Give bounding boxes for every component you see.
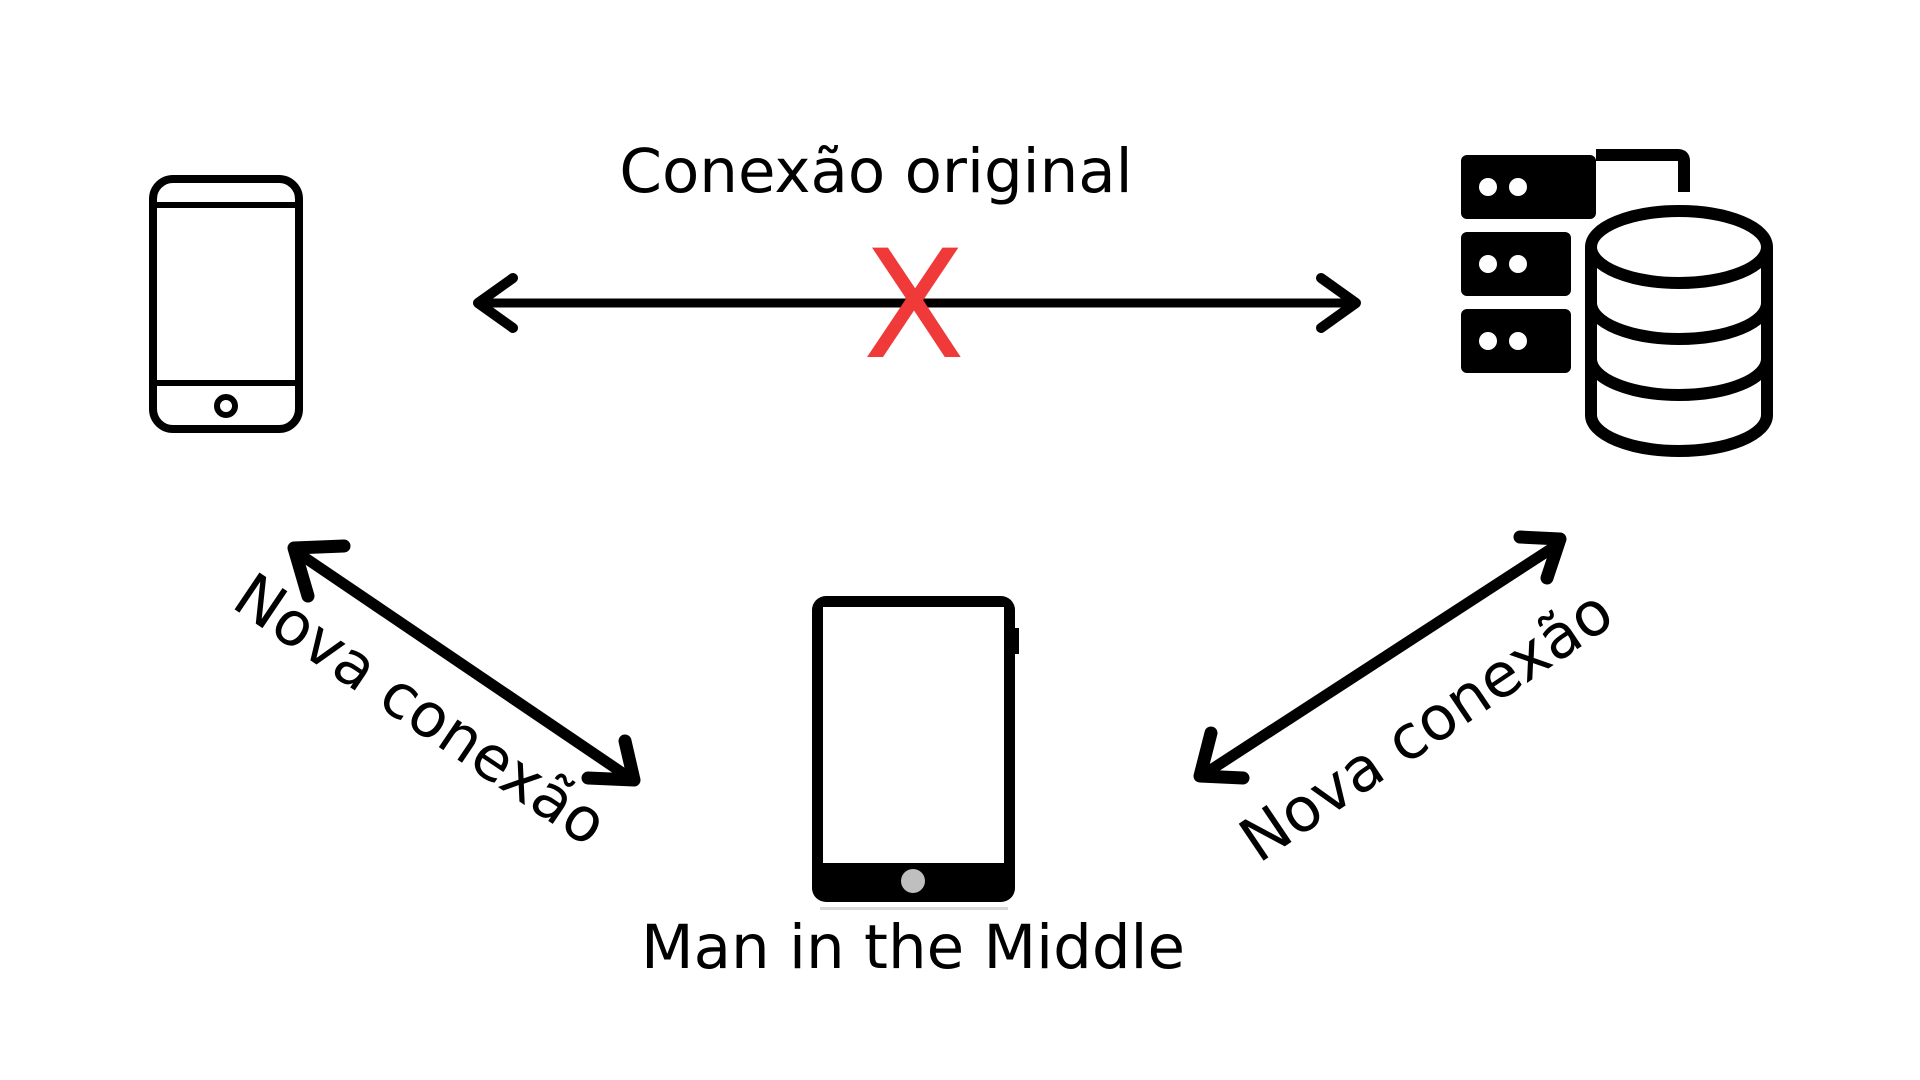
new-connection-left-label: Nova conexão xyxy=(221,560,619,861)
original-connection-arrow xyxy=(473,273,1361,333)
smartphone-icon xyxy=(149,175,303,433)
new-connection-left-arrow xyxy=(287,539,641,787)
attacker-label: Man in the Middle xyxy=(641,912,1185,983)
server-database-icon xyxy=(1461,149,1773,457)
blocked-mark: X xyxy=(863,219,966,393)
new-connection-right-arrow xyxy=(1193,530,1567,785)
original-connection-label: Conexão original xyxy=(619,136,1132,207)
tablet-icon xyxy=(812,596,1019,910)
